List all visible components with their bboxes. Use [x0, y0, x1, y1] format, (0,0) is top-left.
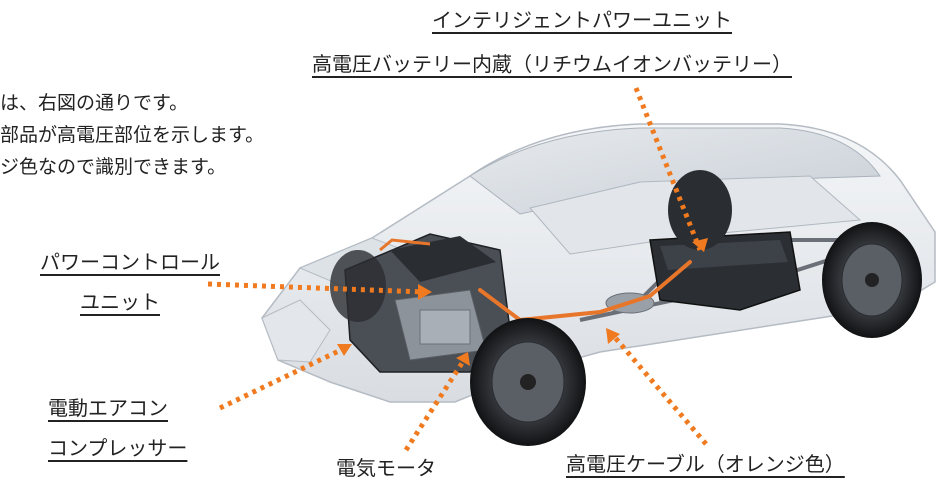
label-cable: 高電圧ケーブル（オレンジ色） [566, 452, 845, 476]
label-ipu-line1: インテリジェントパワーユニット [432, 8, 732, 32]
label-ipu-line2: 高電圧バッテリー内蔵（リチウムイオンバッテリー） [312, 52, 792, 76]
label-pcu-line1: パワーコントロール [40, 250, 220, 274]
engine-motor-block [344, 233, 511, 373]
callout-line-pcu [207, 281, 426, 295]
label-motor: 電気モータ [336, 456, 436, 480]
arrowhead-cable [606, 328, 620, 344]
high-voltage-cable-line [478, 260, 692, 323]
high-voltage-cable-engine [379, 238, 431, 252]
label-compressor-line2: コンプレッサー [48, 436, 188, 460]
front-left-wheel [330, 250, 386, 322]
arrowhead-ipu [692, 238, 708, 252]
arrowhead-pcu [418, 284, 432, 300]
rear-wheel [822, 222, 922, 338]
callout-line-ipu [633, 87, 703, 251]
front-wheel [470, 318, 586, 446]
intro-line-1: は、右図の通りです。 [0, 92, 189, 114]
callout-line-cable [610, 332, 708, 446]
label-compressor-line1: 電動エアコン [48, 396, 168, 420]
label-pcu-line2: ユニット [80, 290, 160, 314]
intro-line-2: 部品が高電圧部位を示します。 [0, 124, 265, 146]
intro-line-3: ジ色なので識別できます。 [0, 156, 227, 178]
arrowhead-motor [456, 352, 470, 366]
arrowhead-compressor [337, 344, 352, 356]
rear-left-wheel [668, 170, 732, 250]
